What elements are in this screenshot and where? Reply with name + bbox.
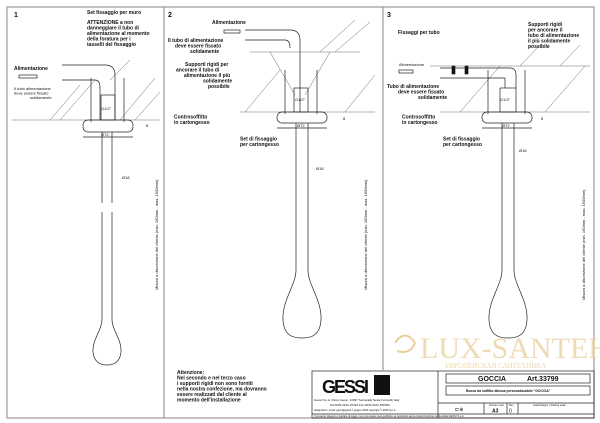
- svg-text:per cartongesso: per cartongesso: [240, 142, 279, 148]
- svg-text:per ancorare il: per ancorare il: [528, 28, 563, 34]
- svg-text:Ø18: Ø18: [519, 148, 527, 153]
- svg-text:solidamente: solidamente: [203, 79, 232, 85]
- svg-text:ATTENZIONE a non: ATTENZIONE a non: [87, 20, 133, 26]
- product-name: GOCCIA: [478, 376, 506, 383]
- spout-drop: [282, 123, 322, 339]
- arrow-icon: [18, 74, 38, 79]
- svg-text:8: 8: [146, 123, 149, 128]
- svg-text:Controsoffitto: Controsoffitto: [174, 115, 207, 121]
- svg-text:Nel secondo e nel terzo caso: Nel secondo e nel terzo caso: [177, 376, 246, 382]
- svg-text:Gessi S.p.A. Parco Gessi, 1303: Gessi S.p.A. Parco Gessi, 13037 Serraval…: [314, 398, 400, 402]
- svg-text:momento dell'installazione: momento dell'installazione: [177, 398, 241, 404]
- svg-text:Ø72: Ø72: [297, 123, 305, 128]
- svg-text:Ø18: Ø18: [122, 175, 130, 180]
- svg-text:i supporti rigidi non sono for: i supporti rigidi non sono forniti: [177, 381, 253, 387]
- drawing-frame: [6, 6, 595, 419]
- svg-text:Set di fissaggio: Set di fissaggio: [240, 137, 277, 143]
- svg-text:3: 3: [387, 12, 391, 19]
- svg-text:formato / size: formato / size: [489, 404, 505, 407]
- svg-text:tubo di alimentazione: tubo di alimentazione: [528, 33, 579, 39]
- svg-text:Controsoffitto: Controsoffitto: [402, 115, 435, 121]
- svg-text:Supporti rigidi per: Supporti rigidi per: [185, 62, 228, 68]
- logo-block: [374, 375, 390, 395]
- svg-text:ancorare il tubo di: ancorare il tubo di: [176, 68, 220, 74]
- svg-text:Alimentazione: Alimentazione: [212, 20, 246, 26]
- svg-text:in cartongesso: in cartongesso: [402, 120, 438, 126]
- svg-text:Set di fissaggio: Set di fissaggio: [443, 137, 480, 143]
- svg-text:Attenzione:: Attenzione:: [177, 370, 205, 376]
- svg-text:Misura a discrezione del clien: Misura a discrezione del cliente (min. 1…: [581, 189, 586, 300]
- projection-symbol-icon: ⊏⊕: [455, 407, 463, 413]
- svg-text:solidamente: solidamente: [30, 95, 52, 100]
- gessi-logo: GESSI: [322, 377, 368, 397]
- svg-text:scala disegno / drawing scale: scala disegno / drawing scale: [533, 404, 566, 407]
- label-set: Set fissaggio per muro: [87, 10, 141, 16]
- svg-text:Ø72: Ø72: [502, 123, 510, 128]
- svg-text:della foratura per i: della foratura per i: [87, 37, 131, 43]
- supply-pipe: [62, 64, 116, 120]
- svg-text:G1/2": G1/2": [101, 106, 112, 111]
- svg-text:Rev.: Rev.: [509, 404, 514, 407]
- svg-text:G1/2": G1/2": [500, 97, 511, 102]
- label-supply: Alimentazione: [14, 66, 48, 72]
- panel-1: 1 Set fissaggio per muro ATTENZIONE a no…: [12, 10, 161, 366]
- svg-text:Fissaggi per tubo: Fissaggi per tubo: [398, 30, 440, 36]
- title-block: GESSI Gessi S.p.A. Parco Gessi, 13037 Se…: [311, 370, 595, 419]
- length-dim: Misura a discrezione del cliente (min. 1…: [154, 179, 159, 290]
- article-number: Art.33799: [527, 376, 559, 383]
- svg-text:tasselli del fissaggio: tasselli del fissaggio: [87, 42, 136, 48]
- watermark: LUX-SANTEH ЕВРОПЕЙСКАЯ САНТЕХНИКА: [394, 332, 600, 370]
- svg-text:alimentazione al momento: alimentazione al momento: [87, 31, 150, 37]
- svg-text:Misura a discrezione del clien: Misura a discrezione del cliente (min. 1…: [363, 179, 368, 290]
- svg-text:G1/2": G1/2": [295, 97, 306, 102]
- svg-text:Alimentazione: Alimentazione: [399, 62, 425, 67]
- panel-3: 3 Fissaggi per tubo Supporti rigidi per …: [387, 12, 590, 339]
- svg-text:il più solidamente: il più solidamente: [528, 39, 570, 45]
- svg-text:deve essere fissato: deve essere fissato: [14, 91, 49, 96]
- svg-text:LUX-SANTEH: LUX-SANTEH: [420, 332, 600, 365]
- svg-text:Supporti rigidi: Supporti rigidi: [528, 22, 563, 28]
- svg-text:ЕВРОПЕЙСКАЯ САНТЕХНИКА: ЕВРОПЕЙСКАЯ САНТЕХНИКА: [445, 362, 546, 370]
- warning-text: ATTENZIONE a non danneggiare il tubo di …: [87, 20, 150, 48]
- svg-text:alimentazione il più: alimentazione il più: [184, 73, 230, 79]
- svg-text:deve essere fissato: deve essere fissato: [175, 44, 221, 50]
- svg-text:possibile: possibile: [208, 84, 230, 90]
- svg-text:essere realizzati dal cliente: essere realizzati dal cliente al: [177, 392, 247, 398]
- panel-number: 1: [14, 12, 18, 19]
- svg-text:deve essere fissato: deve essere fissato: [398, 90, 444, 96]
- svg-text:possibile: possibile: [528, 44, 550, 50]
- svg-text:2: 2: [168, 12, 172, 19]
- watermark-logo-icon: [394, 334, 417, 353]
- svg-text:Ø72: Ø72: [101, 132, 109, 137]
- svg-text:Bocca da soffitto altezza pers: Bocca da soffitto altezza personalizzabi…: [466, 389, 551, 393]
- svg-text:Il presente disegno è tutelato: Il presente disegno è tutelato di legge;…: [314, 414, 465, 418]
- svg-text:A3: A3: [492, 409, 499, 415]
- svg-text:in cartongesso: in cartongesso: [174, 120, 210, 126]
- svg-text:per cartongesso: per cartongesso: [443, 142, 482, 148]
- svg-text:Il tubo alimentazione: Il tubo alimentazione: [14, 86, 51, 91]
- svg-text:danneggiare il tubo di: danneggiare il tubo di: [87, 26, 140, 32]
- svg-text:Ø18: Ø18: [316, 166, 324, 171]
- svg-text:Tel.0039 0163 45445 Fax.0039 0: Tel.0039 0163 45445 Fax.0039 0163 459360: [330, 403, 390, 407]
- spout-drop: [488, 123, 528, 339]
- svg-text:solidamente: solidamente: [190, 49, 219, 55]
- svg-text:Tubo di alimentazione: Tubo di alimentazione: [387, 84, 439, 90]
- svg-text:designation: email: gessi@gess: designation: email: gessi@gessi.it giugn…: [314, 408, 397, 412]
- panel-2: 2 Alimentazione Il tubo di alimentazione…: [168, 12, 376, 339]
- svg-text:8: 8: [541, 116, 544, 121]
- svg-text:nella nostra confezione, ma do: nella nostra confezione, ma dovranno: [177, 387, 267, 393]
- spout-drop: [92, 132, 122, 366]
- installation-note: Attenzione: Nel secondo e nel terzo caso…: [177, 370, 267, 404]
- svg-text:8: 8: [343, 116, 346, 121]
- svg-text:Il tubo di alimentazione: Il tubo di alimentazione: [168, 38, 224, 44]
- svg-text:solidamente: solidamente: [418, 95, 447, 101]
- svg-text:0: 0: [509, 409, 512, 415]
- ceiling-cap: [82, 119, 134, 133]
